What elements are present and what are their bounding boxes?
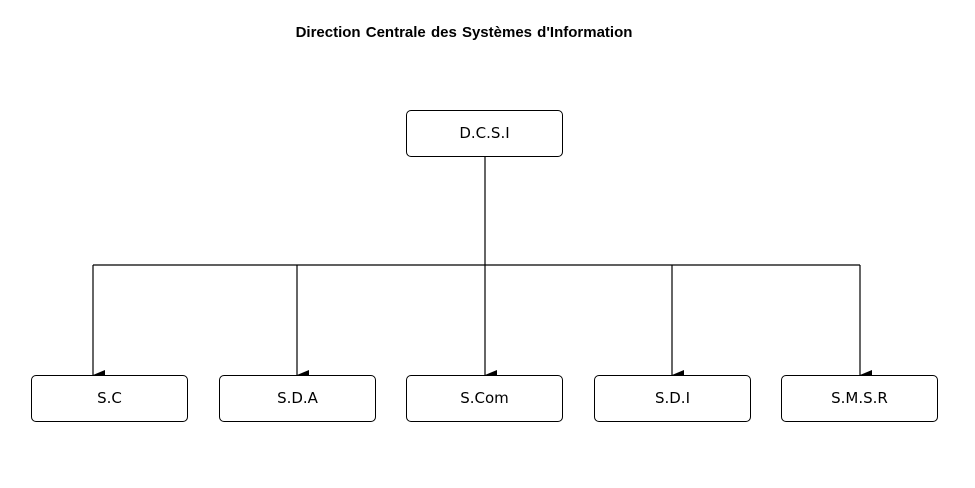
node-sdi-label: S.D.I bbox=[654, 389, 691, 407]
node-sdi: S.D.I bbox=[594, 375, 751, 422]
node-dcsi-label: D.C.S.I bbox=[459, 124, 510, 142]
node-scom: S.Com bbox=[406, 375, 563, 422]
node-sda-label: S.D.A bbox=[277, 389, 318, 407]
node-sc: S.C bbox=[31, 375, 188, 422]
node-sc-label: S.C bbox=[97, 389, 122, 407]
node-smsr: S.M.S.R bbox=[781, 375, 938, 422]
node-scom-label: S.Com bbox=[460, 389, 509, 407]
diagram-title: Direction Centrale des Systèmes d'Inform… bbox=[295, 24, 633, 41]
node-dcsi: D.C.S.I bbox=[406, 110, 563, 157]
node-smsr-label: S.M.S.R bbox=[831, 389, 888, 407]
node-sda: S.D.A bbox=[219, 375, 376, 422]
